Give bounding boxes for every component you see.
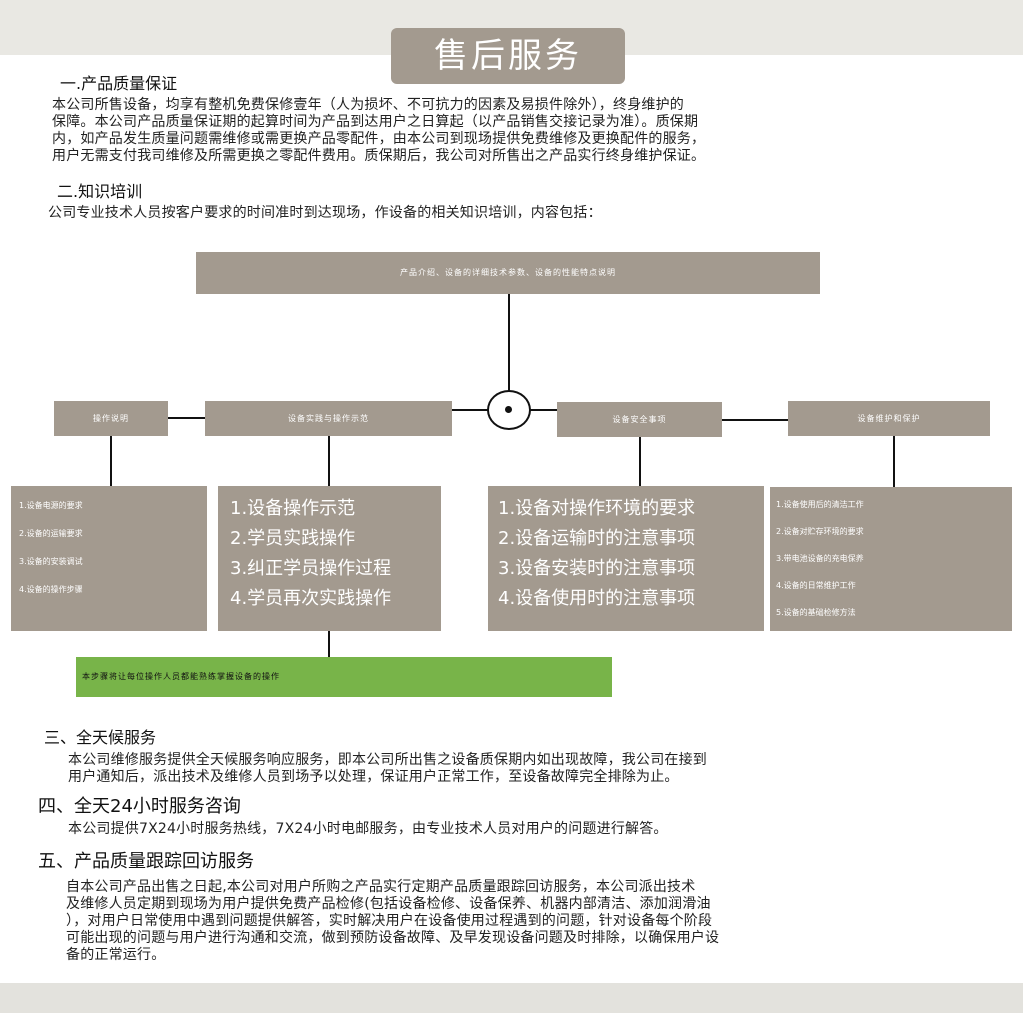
list-item: 2.学员实践操作 — [230, 528, 356, 549]
hub-circle — [487, 390, 531, 430]
hub-dot — [505, 406, 512, 413]
branch-list-operation: 1.设备电源的要求 2.设备的运输要求 3.设备的安装调试 4.设备的操作步骤 — [11, 486, 207, 631]
section4-line-1: 本公司提供7X24小时服务热线，7X24小时电邮服务，由专业技术人员对用户的问题… — [68, 821, 668, 837]
section1-line-1: 本公司所售设备，均享有整机免费保修壹年（人为损坏、不可抗力的因素及易损件除外），… — [52, 97, 684, 113]
connector-down-1 — [110, 436, 112, 486]
connector-right-1 — [530, 409, 558, 411]
list-item: 2.设备运输时的注意事项 — [498, 528, 696, 549]
section1-line-4: 用户无需支付我司维修及所需更换之零配件费用。质保期后，我公司对所售出之产品实行终… — [52, 148, 706, 164]
section3-line-1: 本公司维修服务提供全天候服务响应服务，即本公司所出售之设备质保期内如出现故障，我… — [68, 752, 707, 768]
branch-label-safety: 设备安全事项 — [557, 402, 722, 437]
section5-line-3: ），对用户日常使用中遇到问题提供解答，实时解决用户在设备使用过程遇到的问题，针对… — [66, 913, 713, 929]
section5-line-4: 可能出现的问题与用户进行沟通和交流，做到预防设备故障、及早发现设备问题及时排除，… — [66, 930, 720, 946]
section1-line-3: 内，如产品发生质量问题需维修或需更换产品零配件，由本公司到现场提供免费维修及更换… — [52, 131, 706, 147]
bottom-band — [0, 983, 1023, 1013]
section5-line-1: 自本公司产品出售之日起,本公司对用户所购之产品实行定期产品质量跟踪回访服务，本公… — [66, 879, 696, 895]
list-item: 2.设备对贮存环境的要求 — [776, 527, 864, 536]
section2-intro: 公司专业技术人员按客户要求的时间准时到达现场，作设备的相关知识培训，内容包括： — [48, 205, 602, 221]
list-item: 1.设备对操作环境的要求 — [498, 498, 696, 519]
connector-right-2 — [722, 419, 788, 421]
section3-heading: 三、全天候服务 — [44, 728, 157, 747]
list-item: 3.纠正学员操作过程 — [230, 558, 392, 579]
list-item: 3.设备安装时的注意事项 — [498, 558, 696, 579]
list-item: 1.设备使用后的清洁工作 — [776, 500, 864, 509]
connector-summary — [328, 630, 330, 658]
section3-line-2: 用户通知后，派出技术及维修人员到场予以处理，保证用户正常工作，至设备故障完全排除… — [68, 769, 679, 785]
list-item: 4.学员再次实践操作 — [230, 588, 392, 609]
list-item: 4.设备使用时的注意事项 — [498, 588, 696, 609]
list-item: 1.设备操作示范 — [230, 498, 356, 519]
connector-down-4 — [893, 436, 895, 488]
section1-heading: 一.产品质量保证 — [60, 74, 178, 93]
list-item: 3.带电池设备的充电保养 — [776, 554, 864, 563]
connector-left-1 — [168, 417, 206, 419]
list-item: 2.设备的运输要求 — [19, 529, 83, 538]
section1-line-2: 保障。本公司产品质量保证期的起算时间为产品到达用户之日算起（以产品销售交接记录为… — [52, 114, 699, 130]
list-item: 3.设备的安装调试 — [19, 557, 83, 566]
connector-down-3 — [639, 436, 641, 486]
branch-label-practice: 设备实践与操作示范 — [205, 401, 452, 436]
list-item: 4.设备的日常维护工作 — [776, 581, 856, 590]
branch-list-maintenance: 1.设备使用后的清洁工作 2.设备对贮存环境的要求 3.带电池设备的充电保养 4… — [770, 487, 1012, 631]
branch-label-operation: 操作说明 — [54, 401, 168, 436]
list-item: 4.设备的操作步骤 — [19, 585, 83, 594]
section2-heading: 二.知识培训 — [57, 182, 143, 201]
branch-list-practice: 1.设备操作示范 2.学员实践操作 3.纠正学员操作过程 4.学员再次实践操作 — [218, 486, 441, 631]
branch-list-safety: 1.设备对操作环境的要求 2.设备运输时的注意事项 3.设备安装时的注意事项 4… — [488, 486, 764, 631]
page-title: 售后服务 — [391, 28, 625, 84]
list-item: 1.设备电源的要求 — [19, 501, 83, 510]
section5-line-5: 备的正常运行。 — [66, 947, 166, 963]
section4-heading: 四、全天24小时服务咨询 — [38, 796, 241, 817]
summary-banner: 本步骤将让每位操作人员都能熟练掌握设备的操作 — [76, 657, 612, 697]
section5-line-2: 及维修人员定期到现场为用户提供免费产品检修(包括设备检修、设备保养、机器内部清洁… — [66, 896, 711, 912]
connector-down-2 — [328, 436, 330, 486]
connector-vertical-top — [508, 294, 510, 392]
list-item: 5.设备的基础检修方法 — [776, 608, 856, 617]
branch-label-maintenance: 设备维护和保护 — [788, 401, 990, 436]
diagram-top-box: 产品介绍、设备的详细技术参数、设备的性能特点说明 — [196, 252, 820, 294]
section5-heading: 五、产品质量跟踪回访服务 — [38, 851, 254, 872]
connector-left-2 — [452, 409, 488, 411]
